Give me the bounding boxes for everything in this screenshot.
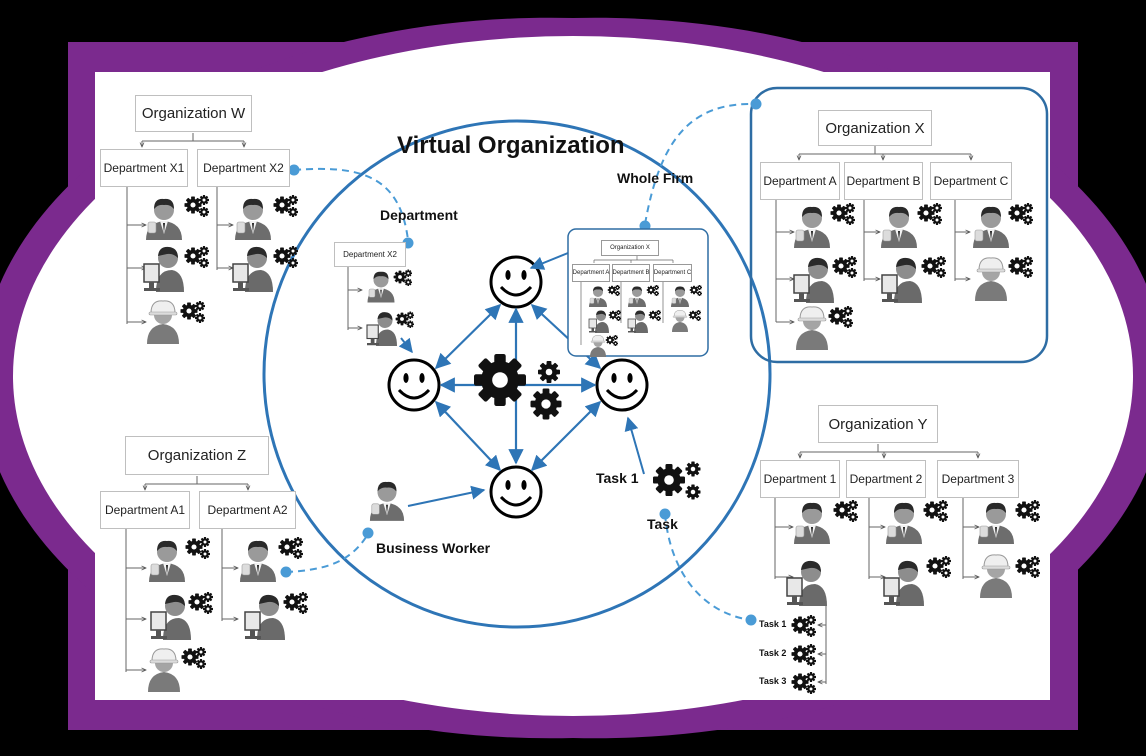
org-z-tree — [125, 476, 248, 672]
org-z-box: Organization Z — [125, 436, 269, 475]
center-department-tree — [347, 266, 362, 330]
org-y-task-label: Task 2 — [759, 648, 787, 658]
org-y-department-box: Department 2 — [846, 460, 926, 498]
whole-firm-org-box: Organization X — [601, 240, 659, 256]
source-arrows — [398, 252, 645, 507]
smiley-icon — [489, 465, 543, 519]
org-w-department-box: Department X2 — [197, 149, 290, 187]
org-w-box: Organization W — [135, 95, 252, 132]
whole-firm-department-box: Department C — [653, 264, 692, 282]
org-w-tree — [126, 133, 244, 324]
center-department-box: Department X2 — [334, 242, 406, 267]
org-x-department-box: Department C — [930, 162, 1012, 200]
org-x-panel — [749, 86, 1049, 364]
org-z-department-box: Department A2 — [199, 491, 296, 529]
dashed-connectors — [285, 102, 757, 621]
page-title: Virtual Organization — [397, 132, 625, 159]
whole-firm-label: Whole Firm — [617, 170, 694, 186]
org-y-task-label: Task 1 — [759, 619, 787, 629]
org-x-department-box: Department B — [844, 162, 923, 200]
org-y-tree — [774, 444, 979, 684]
department-label: Department — [380, 207, 458, 223]
whole-firm-department-box: Department A — [572, 264, 610, 282]
virtual-organization-circle — [262, 119, 772, 629]
org-x-department-box: Department A — [760, 162, 840, 200]
org-z-department-box: Department A1 — [100, 491, 190, 529]
smiley-icon — [489, 255, 543, 309]
org-w-department-box: Department X1 — [100, 149, 188, 187]
org-x-box: Organization X — [818, 110, 932, 146]
org-y-box: Organization Y — [818, 405, 938, 443]
org-x-tree — [775, 146, 971, 322]
whole-firm-tree — [580, 256, 674, 345]
business-worker-label: Business Worker — [376, 540, 491, 556]
task1-label: Task 1 — [596, 470, 639, 486]
org-y-task-label: Task 3 — [759, 676, 787, 686]
smiley-icon — [387, 358, 441, 412]
org-y-department-box: Department 1 — [760, 460, 840, 498]
whole-firm-department-box: Department B — [612, 264, 650, 282]
org-y-department-box: Department 3 — [937, 460, 1019, 498]
smiley-icon — [595, 358, 649, 412]
task-label: Task — [647, 516, 678, 532]
